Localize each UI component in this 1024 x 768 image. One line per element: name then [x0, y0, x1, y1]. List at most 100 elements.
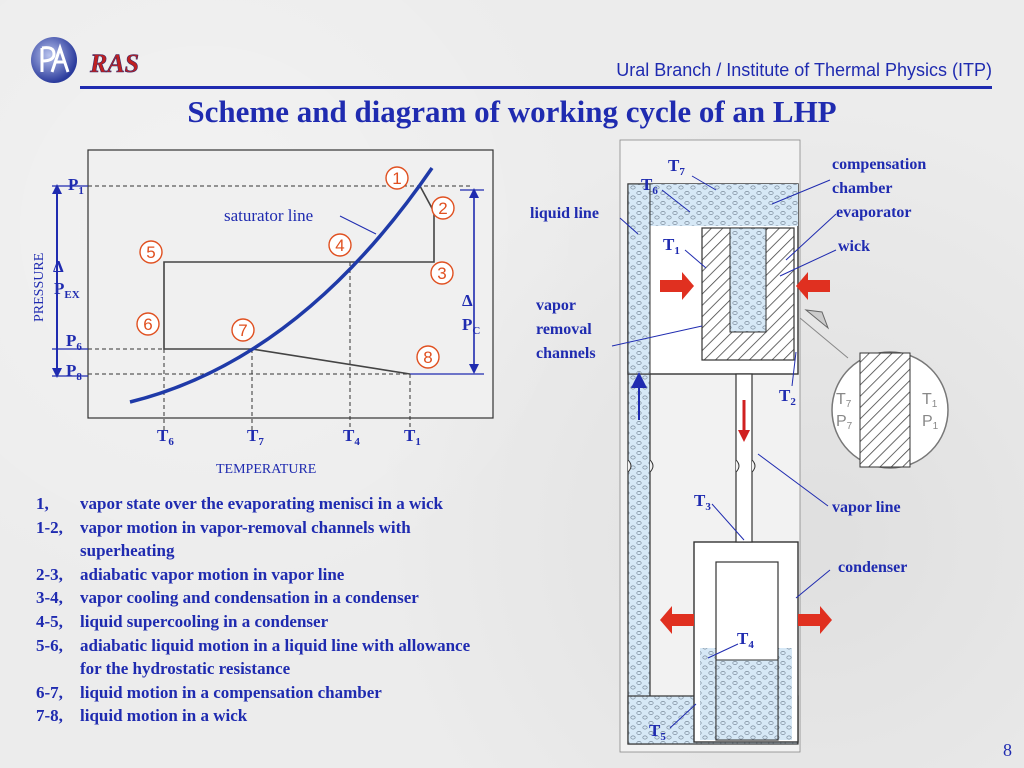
legend-row: 2-3,adiabatic vapor motion in vapor line — [36, 563, 596, 587]
cycle-points: 1 2 3 4 5 6 7 8 — [136, 166, 455, 369]
pt-diagram: 1 2 3 4 5 6 7 8 saturator line PRESSURE … — [32, 149, 494, 477]
saturator-line-leader — [339, 215, 377, 235]
legend-key: 1, — [36, 494, 49, 513]
legend-row: 6-7, liquid motion in a compensation cham… — [36, 681, 596, 705]
dpex-label: PEX — [54, 279, 80, 301]
evaporator-label: evaporator — [836, 204, 912, 221]
detail-t1-label: T1 — [922, 391, 938, 410]
line-break-marks — [627, 459, 756, 473]
logo-text: RAS — [89, 49, 139, 78]
svg-text:2: 2 — [438, 199, 447, 218]
liquid-line-top — [627, 183, 651, 375]
legend-row: 1-2, vapor motion in vapor-removal channe… — [36, 516, 596, 540]
dpex-delta: Δ — [53, 257, 64, 276]
svg-text:4: 4 — [335, 236, 344, 255]
organization-name: Ural Branch / Institute of Thermal Physi… — [616, 60, 992, 80]
detail-t7-label: T7 — [836, 391, 852, 410]
svg-text:3: 3 — [437, 264, 446, 283]
temperature-axis-label: TEMPERATURE — [216, 462, 316, 477]
detail-pointer — [804, 309, 830, 330]
legend-key: 1-2, — [36, 517, 63, 537]
heat-out-arrow-right — [798, 606, 832, 634]
legend-text: liquid supercooling in a condenser — [80, 611, 329, 631]
point-2-marker: 2 — [431, 196, 455, 220]
legend-key: 3-4, — [36, 588, 63, 608]
saturation-curve — [129, 167, 434, 404]
legend-text: liquid motion in a wick — [80, 706, 248, 726]
point-8-marker: 8 — [416, 345, 440, 369]
legend-text: vapor state over the evaporating menisci… — [80, 494, 443, 513]
detail-p1-label: P1 — [922, 413, 939, 432]
svg-text:8: 8 — [423, 348, 432, 367]
wick-detail-hatch — [859, 352, 911, 468]
legend-row: 1, vapor state over the evaporating menis… — [36, 492, 596, 516]
legend-key: 6-7, — [36, 682, 63, 702]
heat-out-arrow-left — [660, 606, 694, 634]
legend-text: adiabatic liquid motion in a liquid line… — [80, 635, 471, 655]
legend-row: 7-8, liquid motion in a wick — [36, 704, 596, 728]
heat-in-arrow-right — [796, 272, 830, 300]
svg-text:5: 5 — [146, 243, 155, 262]
svg-text:7: 7 — [238, 321, 247, 340]
vapor-flow-arrow-head — [738, 430, 750, 442]
legend-row: 5-6, adiabatic liquid motion in a liquid … — [36, 634, 596, 658]
compensation-chamber-liquid — [650, 184, 798, 226]
legend-text: adiabatic vapor motion in vapor line — [80, 564, 345, 584]
point-5-marker: 5 — [139, 240, 163, 264]
legend-row: 3-4, vapor cooling and condensation in a … — [36, 586, 596, 610]
point-6-marker: 6 — [136, 312, 160, 336]
process-legend: 1, vapor state over the evaporating menis… — [36, 492, 596, 728]
p6-label: P6 — [66, 331, 82, 353]
liquid-line-label: liquid line — [530, 205, 599, 222]
compensation-chamber-label-1: compensation — [832, 156, 926, 173]
ras-logo: RAS — [31, 37, 139, 83]
point-4-marker: 4 — [328, 233, 352, 257]
pressure-axis-label: PRESSURE — [32, 253, 47, 322]
p8-label: P8 — [66, 361, 82, 383]
vapor-removal-label-1: vapor — [536, 297, 576, 314]
legend-text: vapor motion in vapor-removal channels w… — [80, 517, 411, 537]
t4-axis-label: T4 — [343, 426, 360, 448]
heat-in-arrow-left — [660, 272, 694, 300]
condenser-label: condenser — [838, 559, 907, 576]
point-7-marker: 7 — [231, 318, 255, 342]
lhp-scheme: T7 P7 T1 P1 T7 T6 T1 T2 T3 T4 T5 co — [530, 139, 949, 753]
dpc-arrow-up — [469, 188, 479, 198]
scheme-t4-label: T4 — [737, 629, 754, 651]
legend-continuation: for the hydrostatic resistance — [80, 659, 291, 679]
point-3-marker: 3 — [430, 261, 454, 285]
scheme-t7-label: T7 — [668, 156, 685, 178]
wick-core-liquid — [729, 227, 767, 333]
point-1-marker: 1 — [385, 166, 409, 190]
legend-key: 7-8, — [36, 706, 63, 726]
legend-key: 5-6, — [36, 635, 63, 655]
heat-arrows — [660, 272, 832, 634]
page-number: 8 — [1003, 740, 1012, 760]
pressure-axis-arrow-up — [52, 184, 62, 194]
slide-title: Scheme and diagram of working cycle of a… — [187, 94, 837, 129]
pt-frame — [87, 149, 494, 419]
t1-axis-label: T1 — [404, 426, 421, 448]
detail-p7-label: P7 — [836, 413, 853, 432]
vapor-line-label: vapor line — [832, 499, 901, 516]
wick-label: wick — [838, 238, 870, 255]
svg-text:1: 1 — [392, 169, 401, 188]
legend-text: vapor cooling and condensation in a cond… — [80, 588, 419, 608]
vapor-removal-label-3: channels — [536, 345, 596, 362]
legend-row: 4-5, liquid supercooling in a condenser — [36, 610, 596, 634]
t7-axis-label: T7 — [247, 426, 264, 448]
scheme-t2-label: T2 — [779, 386, 796, 408]
scheme-t5-label: T5 — [649, 721, 666, 743]
p1-label: P1 — [68, 175, 84, 197]
leader-lines — [611, 175, 837, 729]
scheme-t3-label: T3 — [694, 491, 711, 513]
legend-key: 4-5, — [36, 611, 63, 631]
vapor-removal-label-2: removal — [536, 321, 592, 338]
vapor-line-channel — [735, 373, 753, 543]
dpc-arrow-down — [469, 364, 479, 374]
header-divider — [80, 86, 992, 89]
legend-text: liquid motion in a compensation chamber — [80, 682, 382, 702]
scheme-t1-label: T1 — [663, 235, 680, 257]
dpc-delta: Δ — [462, 291, 473, 310]
